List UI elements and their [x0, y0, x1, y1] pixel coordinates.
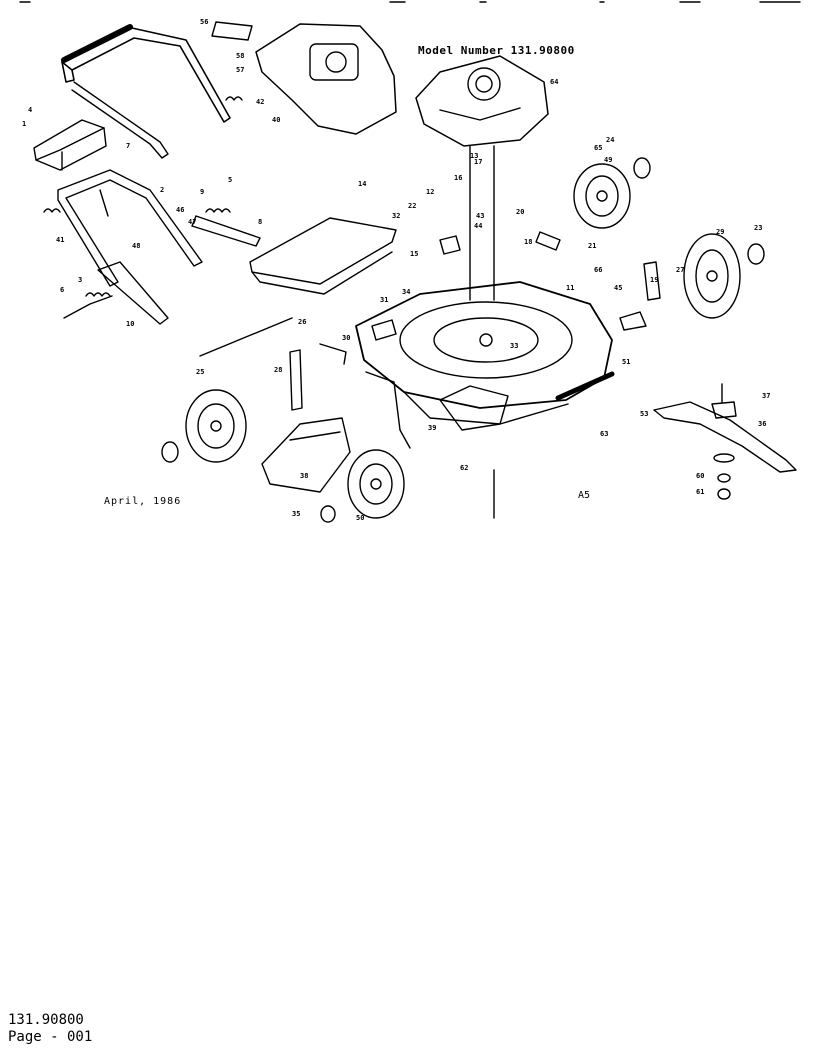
- blade-part: [653, 383, 797, 500]
- callout-22: 22: [408, 202, 416, 210]
- callout-43: 43: [476, 212, 484, 220]
- height-adjuster-part: [289, 343, 509, 449]
- callout-32: 32: [392, 212, 400, 220]
- footer-page-number: Page - 001: [8, 1029, 93, 1045]
- callout-29: 29: [716, 228, 724, 236]
- diagram-code-label: A5: [578, 490, 591, 501]
- callout-51: 51: [622, 358, 630, 366]
- callout-1: 1: [22, 120, 26, 128]
- callout-21: 21: [588, 242, 596, 250]
- rear-baffle-part: [261, 417, 351, 493]
- callout-24: 24: [606, 136, 614, 144]
- callout-34: 34: [402, 288, 410, 296]
- callout-27: 27: [676, 266, 684, 274]
- callout-11: 11: [566, 284, 574, 292]
- engine-shroud-part: [211, 21, 397, 135]
- callout-9: 9: [200, 188, 204, 196]
- upper-handle-part: [61, 24, 231, 159]
- page-footer: 131.90800 Page - 001: [8, 1012, 92, 1046]
- wheel-rear-left: [161, 389, 247, 463]
- callout-38: 38: [300, 472, 308, 480]
- callout-63: 63: [600, 430, 608, 438]
- callout-50: 50: [356, 514, 364, 522]
- callout-8: 8: [258, 218, 262, 226]
- exploded-parts-diagram: 1234567891011121314151617181920212223242…: [19, 1, 801, 523]
- callout-62: 62: [460, 464, 468, 472]
- misc-hardware-parts: [199, 231, 661, 519]
- callout-6: 6: [60, 286, 64, 294]
- callout-37: 37: [762, 392, 770, 400]
- callout-20: 20: [516, 208, 524, 216]
- callout-64: 64: [550, 78, 558, 86]
- callout-58: 58: [236, 52, 244, 60]
- handle-bracket-part: [43, 96, 261, 325]
- callout-46: 46: [176, 206, 184, 214]
- callout-39: 39: [428, 424, 436, 432]
- callout-28: 28: [274, 366, 282, 374]
- callout-56: 56: [200, 18, 208, 26]
- callout-numbers: 1234567891011121314151617181920212223242…: [22, 18, 770, 522]
- callout-5: 5: [228, 176, 232, 184]
- callout-26: 26: [298, 318, 306, 326]
- callout-66: 66: [594, 266, 602, 274]
- date-label: April, 1986: [104, 496, 182, 507]
- callout-53: 53: [640, 410, 648, 418]
- callout-19: 19: [650, 276, 658, 284]
- control-bracket-part: [33, 119, 107, 171]
- callout-15: 15: [410, 250, 418, 258]
- callout-23: 23: [754, 224, 762, 232]
- callout-60: 60: [696, 472, 704, 480]
- callout-61: 61: [696, 488, 704, 496]
- callout-65: 65: [594, 144, 602, 152]
- callout-3: 3: [78, 276, 82, 284]
- callout-40: 40: [272, 116, 280, 124]
- callout-4: 4: [28, 106, 32, 114]
- callout-35: 35: [292, 510, 300, 518]
- wheel-front-left: [320, 449, 405, 523]
- callout-25: 25: [196, 368, 204, 376]
- model-number-label: Model Number 131.90800: [418, 44, 575, 57]
- callout-14: 14: [358, 180, 366, 188]
- callout-31: 31: [380, 296, 388, 304]
- callout-57: 57: [236, 66, 244, 74]
- callout-7: 7: [126, 142, 130, 150]
- callout-42: 42: [256, 98, 264, 106]
- callout-10: 10: [126, 320, 134, 328]
- callout-18: 18: [524, 238, 532, 246]
- engine-part: [415, 55, 549, 301]
- callout-17: 17: [474, 158, 482, 166]
- lower-handle-part: [57, 169, 203, 287]
- wheel-front-right: [683, 233, 765, 319]
- callout-44: 44: [474, 222, 482, 230]
- grass-bag-frame-part: [249, 217, 397, 295]
- callout-2: 2: [160, 186, 164, 194]
- callout-41: 41: [56, 236, 64, 244]
- callout-48: 48: [132, 242, 140, 250]
- footer-model-number: 131.90800: [8, 1012, 84, 1028]
- callout-13: 13: [470, 152, 478, 160]
- callout-49: 49: [604, 156, 612, 164]
- wheel-rear-right: [573, 157, 651, 229]
- callout-30: 30: [342, 334, 350, 342]
- callout-45: 45: [614, 284, 622, 292]
- callout-36: 36: [758, 420, 766, 428]
- callout-33: 33: [510, 342, 518, 350]
- callout-47: 47: [188, 218, 196, 226]
- callout-16: 16: [454, 174, 462, 182]
- mower-deck-part: [355, 281, 615, 425]
- callout-12: 12: [426, 188, 434, 196]
